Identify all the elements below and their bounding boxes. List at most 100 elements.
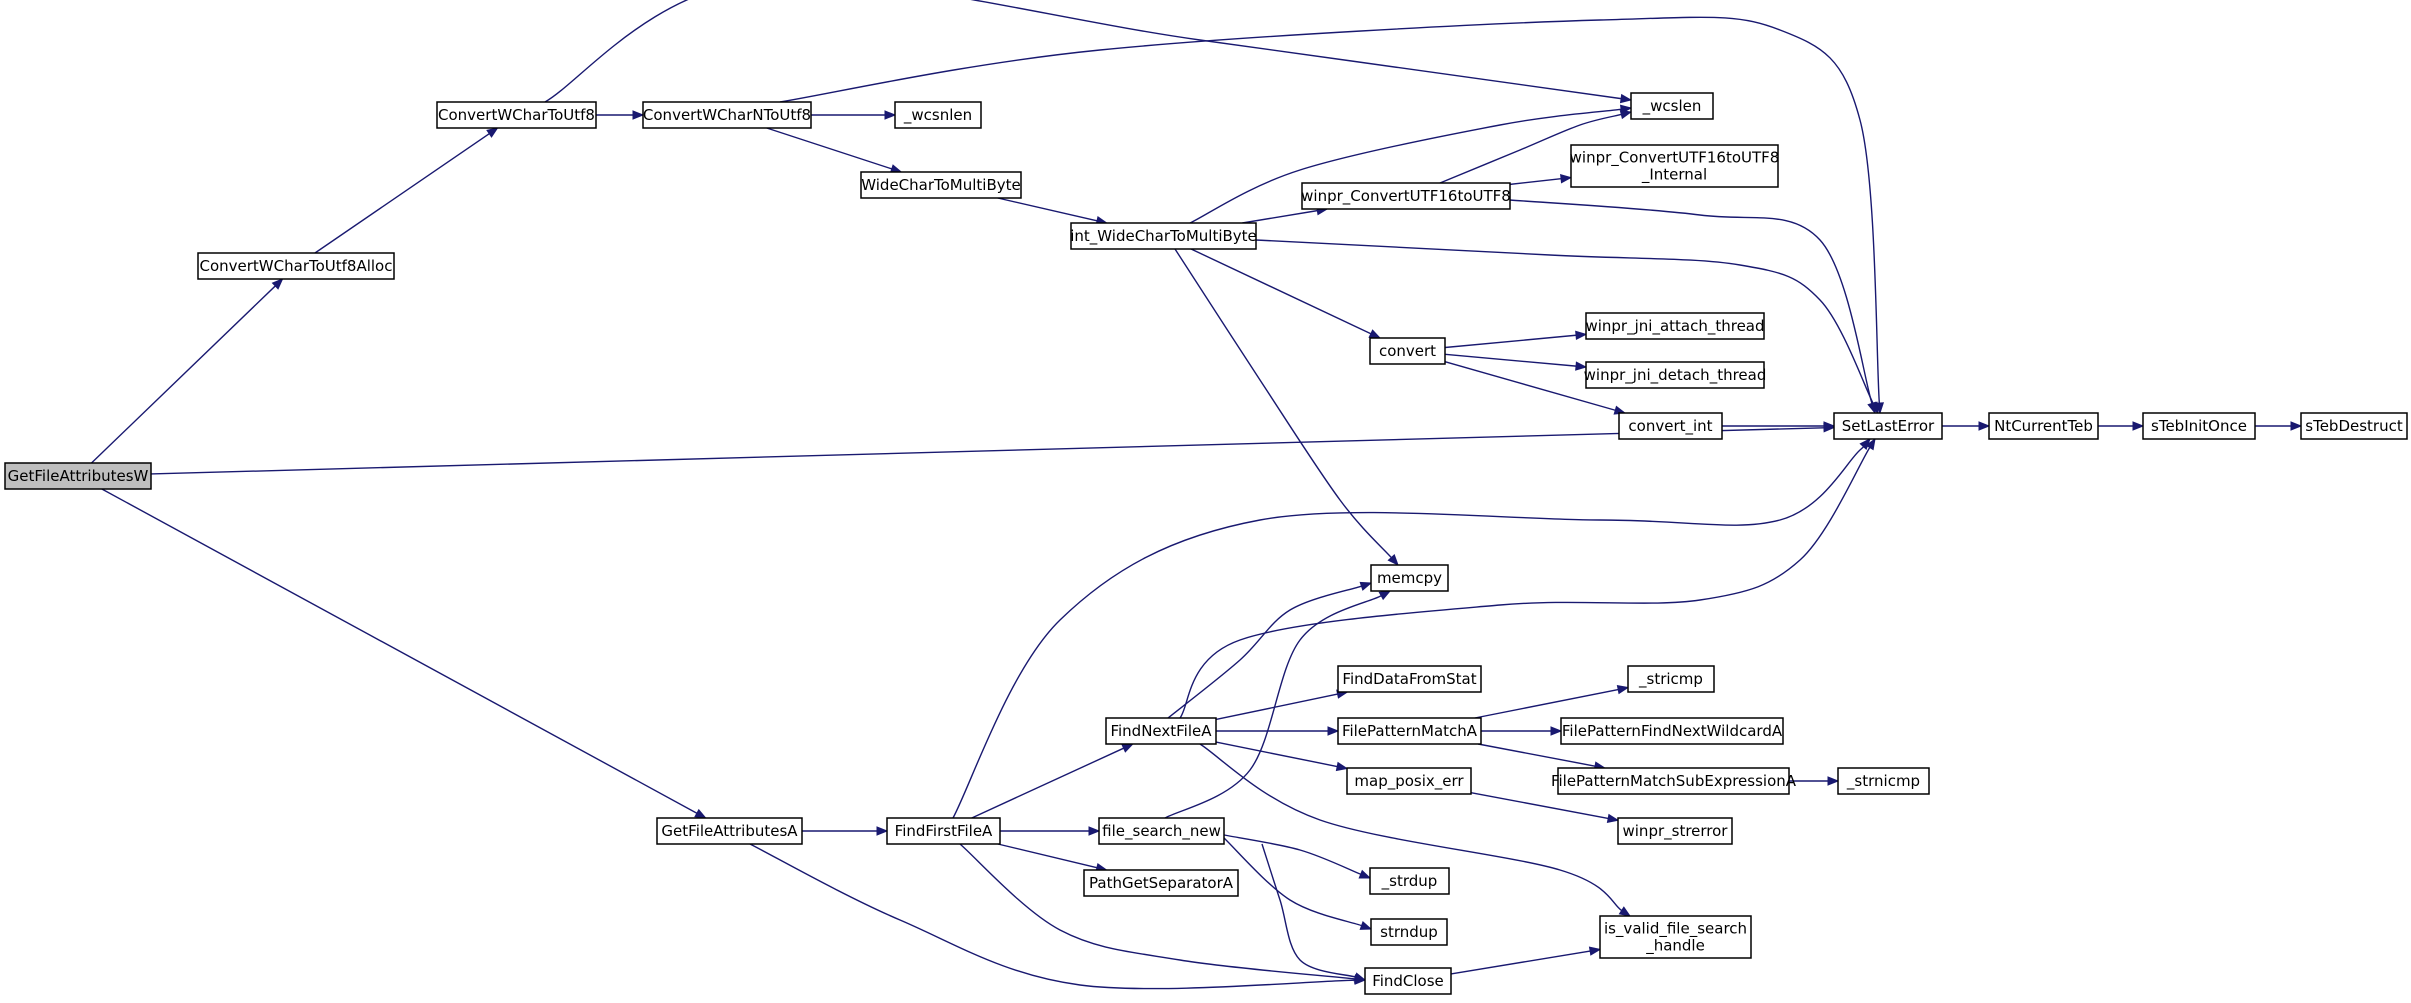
node-GetFileAttributesW[interactable]: GetFileAttributesW: [4, 462, 152, 490]
node-label: NtCurrentTeb: [1994, 417, 2093, 435]
node-label: _stricmp: [1638, 670, 1703, 689]
node-label: strndup: [1380, 923, 1438, 941]
node-WideCharToMultiByte[interactable]: WideCharToMultiByte: [860, 171, 1022, 199]
edge-ConvertWCharNToUtf8-to-WideCharToMultiByte: [766, 127, 903, 174]
node-label: int_WideCharToMultiByte: [1070, 227, 1257, 246]
node-box: [1337, 717, 1482, 745]
node-winpr_strerror[interactable]: winpr_strerror: [1617, 817, 1733, 845]
node-box: [2142, 412, 2256, 440]
node-label: _wcslen: [1642, 97, 1702, 116]
edge-FindFirstFileA-to-FindClose: [959, 843, 1367, 984]
node-_wcsnlen[interactable]: _wcsnlen: [894, 101, 982, 129]
node-box: [1618, 412, 1723, 440]
edge-GetFileAttributesW-to-GetFileAttributesA: [101, 488, 707, 819]
node-box: [1370, 564, 1449, 592]
node-FindFirstFileA[interactable]: FindFirstFileA: [886, 817, 1001, 845]
node-box: [1105, 717, 1217, 745]
node-_strdup[interactable]: _strdup: [1369, 867, 1450, 895]
node-label: FilePatternMatchSubExpressionA: [1551, 772, 1797, 790]
node-label: _strnicmp: [1846, 772, 1920, 791]
edge-FindNextFileA-to-map_posix_err: [1215, 741, 1349, 772]
node-label: ConvertWCharToUtf8: [438, 106, 595, 124]
node-box: [1585, 312, 1765, 340]
node-label: winpr_strerror: [1623, 822, 1729, 841]
node-box: [2300, 412, 2408, 440]
edge-GetFileAttributesW-to-ConvertWCharToUtf8Alloc: [91, 278, 284, 464]
node-NtCurrentTeb[interactable]: NtCurrentTeb: [1988, 412, 2099, 440]
edge-int_WideCharToMultiByte-to-SetLastError: [1255, 239, 1879, 415]
edge-FindNextFileA-to-SetLastError: [1179, 437, 1876, 719]
node-box: [1337, 665, 1482, 693]
edge-NtCurrentTeb-to-sTebInitOnce: [2098, 421, 2145, 431]
node-map_posix_err[interactable]: map_posix_err: [1346, 767, 1472, 795]
edge-convert-to-convert_int: [1444, 361, 1627, 415]
node-int_WideCharToMultiByte[interactable]: int_WideCharToMultiByte: [1070, 222, 1257, 250]
node-winpr_jni_detach_thread[interactable]: winpr_jni_detach_thread: [1584, 361, 1767, 389]
node-GetFileAttributesA[interactable]: GetFileAttributesA: [656, 817, 803, 845]
node-FindNextFileA[interactable]: FindNextFileA: [1105, 717, 1217, 745]
node-label: sTebDestruct: [2305, 417, 2403, 435]
node-ConvertWCharNToUtf8[interactable]: ConvertWCharNToUtf8: [642, 101, 812, 129]
node-box: [1346, 767, 1472, 795]
node-label: ConvertWCharToUtf8Alloc: [200, 257, 393, 275]
node-_stricmp[interactable]: _stricmp: [1627, 665, 1715, 693]
node-FilePatternFindNextWildcardA[interactable]: FilePatternFindNextWildcardA: [1560, 717, 1784, 745]
node-FindClose[interactable]: FindClose: [1364, 967, 1452, 995]
edge-convert_int-to-SetLastError: [1722, 421, 1836, 431]
node-box: [1364, 967, 1452, 995]
node-convert_int[interactable]: convert_int: [1618, 412, 1723, 440]
node-FilePatternMatchSubExpressionA[interactable]: FilePatternMatchSubExpressionA: [1551, 767, 1797, 795]
node-FindDataFromStat[interactable]: FindDataFromStat: [1337, 665, 1482, 693]
node-label: FilePatternMatchA: [1342, 722, 1478, 740]
node-sTebDestruct[interactable]: sTebDestruct: [2300, 412, 2408, 440]
edge-SetLastError-to-NtCurrentTeb: [1942, 421, 1991, 431]
edge-ConvertWCharNToUtf8-to-SetLastError: [779, 16, 1885, 415]
edge-file_search_new-to-FindClose: [1261, 843, 1367, 982]
node-box: [1599, 915, 1752, 959]
node-file_search_new[interactable]: file_search_new: [1098, 817, 1225, 845]
node-winpr_ConvertUTF16toUTF8[interactable]: winpr_ConvertUTF16toUTF8: [1301, 182, 1511, 210]
node-box: [1833, 412, 1943, 440]
edge-winpr_ConvertUTF16toUTF8-to-SetLastError: [1509, 199, 1877, 415]
node-label: sTebInitOnce: [2151, 417, 2247, 435]
edge-FindNextFileA-to-FindDataFromStat: [1215, 689, 1349, 721]
node-label: ConvertWCharNToUtf8: [643, 106, 811, 124]
edge-file_search_new-to-strndup: [1223, 837, 1373, 930]
node-box: [4, 462, 152, 490]
node-PathGetSeparatorA[interactable]: PathGetSeparatorA: [1083, 869, 1239, 897]
node-label: _Internal: [1641, 166, 1707, 185]
edge-winpr_ConvertUTF16toUTF8-to-_wcslen: [1439, 110, 1633, 184]
node-memcpy[interactable]: memcpy: [1370, 564, 1449, 592]
node-SetLastError[interactable]: SetLastError: [1833, 412, 1943, 440]
node-box: [656, 817, 803, 845]
edge-sTebInitOnce-to-sTebDestruct: [2255, 421, 2303, 431]
node-box: [1560, 717, 1784, 745]
node-winpr_jni_attach_thread[interactable]: winpr_jni_attach_thread: [1585, 312, 1765, 340]
edge-convert-to-winpr_jni_detach_thread: [1444, 353, 1588, 371]
node-box: [1570, 144, 1779, 188]
node-box: [1988, 412, 2099, 440]
node-box: [197, 252, 395, 280]
node-box: [1301, 182, 1511, 210]
node-label: _strdup: [1381, 872, 1438, 891]
node-strndup[interactable]: strndup: [1370, 918, 1448, 946]
node-box: [1369, 337, 1446, 365]
edge-ConvertWCharToUtf8Alloc-to-ConvertWCharToUtf8: [314, 127, 499, 254]
edge-WideCharToMultiByte-to-int_WideCharToMultiByte: [997, 197, 1109, 226]
node-ConvertWCharToUtf8[interactable]: ConvertWCharToUtf8: [436, 101, 597, 129]
node-is_valid_file_search_handle[interactable]: is_valid_file_search_handle: [1599, 915, 1752, 959]
node-convert[interactable]: convert: [1369, 337, 1446, 365]
node-label: FindClose: [1372, 972, 1444, 990]
edge-file_search_new-to-_strdup: [1223, 834, 1372, 879]
node-label: PathGetSeparatorA: [1089, 874, 1234, 892]
node-ConvertWCharToUtf8Alloc[interactable]: ConvertWCharToUtf8Alloc: [197, 252, 395, 280]
node-sTebInitOnce[interactable]: sTebInitOnce: [2142, 412, 2256, 440]
node-_wcslen[interactable]: _wcslen: [1630, 92, 1714, 120]
node-label: memcpy: [1377, 569, 1442, 587]
node-box: [886, 817, 1001, 845]
node-_strnicmp[interactable]: _strnicmp: [1837, 767, 1930, 795]
node-FilePatternMatchA[interactable]: FilePatternMatchA: [1337, 717, 1482, 745]
node-label: SetLastError: [1842, 417, 1935, 435]
node-winpr_ConvertUTF16toUTF8_Internal[interactable]: winpr_ConvertUTF16toUTF8_Internal: [1570, 144, 1780, 188]
